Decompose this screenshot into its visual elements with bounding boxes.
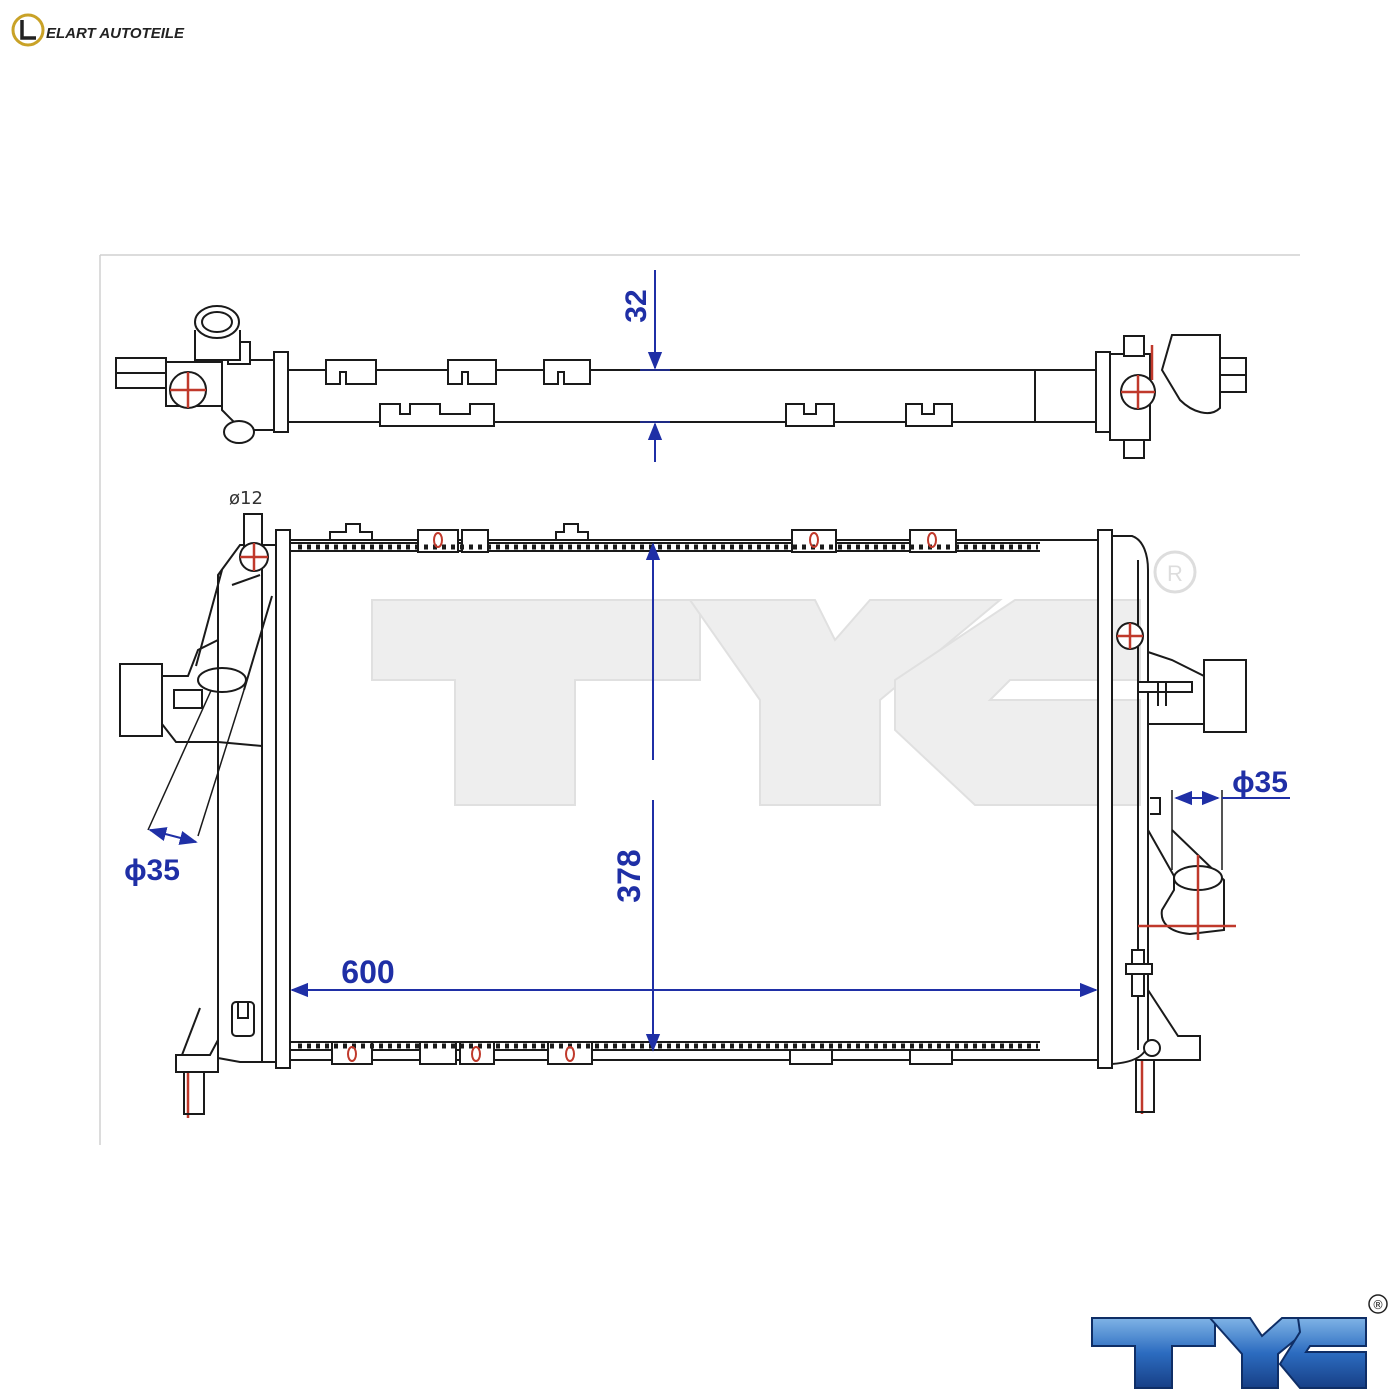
vent-diameter-label: ø12 <box>229 488 263 509</box>
tyc-brand-logo: ® <box>1091 1294 1388 1389</box>
outlet-diameter-label: ϕ35 <box>1232 766 1288 799</box>
top-view <box>115 305 1247 459</box>
elart-logo-icon <box>11 13 45 47</box>
dimension-600-label: 600 <box>341 954 394 990</box>
svg-text:R: R <box>1167 561 1183 586</box>
registered-mark: ® <box>1372 1298 1384 1312</box>
registered-mark-icon <box>1368 1294 1388 1314</box>
dimension-inlet-diameter: ϕ35 <box>124 827 198 887</box>
dimension-core-height: 378 <box>611 542 661 1052</box>
dimension-378-label: 378 <box>611 849 647 902</box>
dimension-32-label: 32 <box>620 289 653 322</box>
dimension-core-width: 600 <box>290 954 1098 998</box>
tyc-watermark <box>371 599 1141 806</box>
front-view <box>119 513 1247 1118</box>
elart-brand-text: ELART AUTOTEILE <box>46 25 185 42</box>
dimension-core-thickness: 32 <box>620 270 670 462</box>
dimension-outlet-diameter: ϕ35 <box>1171 766 1290 870</box>
inlet-diameter-label: ϕ35 <box>124 854 180 887</box>
elart-logo: ELART AUTOTEILE <box>11 13 185 47</box>
